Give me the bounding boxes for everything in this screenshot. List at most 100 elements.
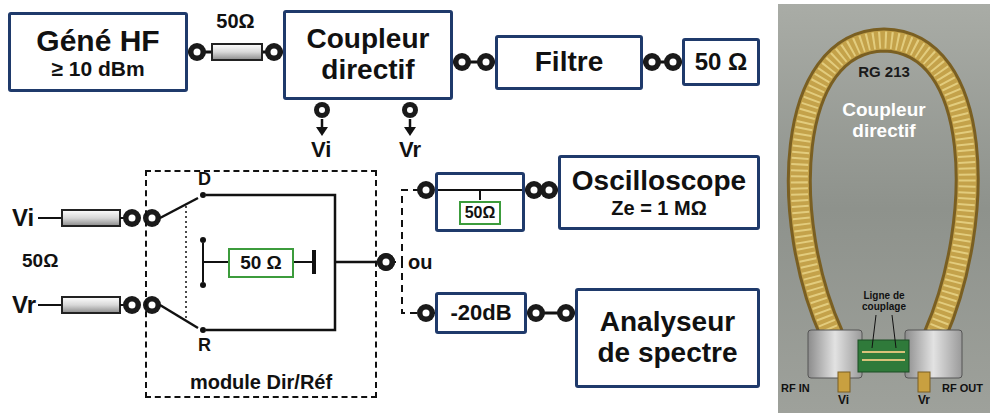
- coax-cable: [62, 210, 120, 226]
- load-wire: [479, 190, 481, 200]
- bnc-pin: [194, 49, 201, 56]
- bnc-rf-in: [808, 330, 862, 378]
- bnc-connector: [527, 304, 545, 322]
- photo-title: Coupleur directif: [828, 100, 940, 142]
- switch-position: D: [198, 170, 211, 190]
- coupler-photo: [778, 4, 990, 413]
- switch-contact: [200, 327, 206, 333]
- bnc-body: [188, 43, 206, 61]
- switch-contact: [200, 237, 206, 243]
- output-arrow: [321, 119, 324, 128]
- input-wire: [38, 217, 62, 219]
- signal-name: Vi: [311, 138, 331, 162]
- analyzer-box: Analyseur de spectre: [575, 288, 760, 388]
- bnc-pin: [149, 302, 156, 309]
- output-wire: [335, 261, 377, 264]
- node-text: Analyseur de spectre: [584, 307, 751, 369]
- pcb: [858, 340, 909, 372]
- coax-cable: [212, 44, 262, 60]
- switch-arm: [160, 305, 198, 328]
- bnc-pin: [271, 49, 278, 56]
- bnc-pin: [459, 59, 466, 66]
- bnc-rf-out: [905, 330, 962, 378]
- leader-line: [872, 315, 876, 348]
- bnc-pin: [383, 259, 390, 266]
- node-text: Filtre: [535, 47, 603, 78]
- input-wire: [38, 304, 62, 306]
- load-box: 50 Ω: [682, 38, 760, 86]
- coupling-line: [862, 359, 905, 361]
- bnc-body: [265, 43, 283, 61]
- ground-symbol: [312, 250, 316, 274]
- choice-label: ou: [408, 251, 432, 273]
- switch-arm: [160, 198, 198, 218]
- switch-contact: [200, 282, 206, 288]
- coax-cable: [62, 297, 120, 313]
- photo-ground: [778, 4, 990, 413]
- generator-box: Géné HF≥ 10 dBm: [8, 12, 188, 92]
- part-name: Ligne de couplage: [852, 290, 916, 312]
- bnc-body: [557, 304, 575, 322]
- bnc-pin: [383, 259, 390, 266]
- coupling-line: [862, 351, 905, 353]
- switch-link: [185, 206, 187, 318]
- bnc-connector: [402, 102, 418, 118]
- bnc-connector: [188, 43, 206, 61]
- bnc-pin: [531, 187, 538, 194]
- rg213-braid-texture: [799, 40, 967, 335]
- resistor-box: 50 Ω: [228, 248, 294, 278]
- bnc-connector: [417, 304, 435, 322]
- node-text: Oscilloscope: [572, 166, 746, 197]
- bnc-body: [417, 181, 435, 199]
- bnc-pin: [563, 310, 570, 317]
- load-wire: [294, 261, 312, 263]
- sma-connector: [918, 372, 930, 392]
- bnc-connector: [123, 209, 141, 227]
- impedance-label: 50Ω: [22, 251, 58, 272]
- bnc-body: [453, 53, 471, 71]
- bnc-connector: [664, 53, 682, 71]
- bnc-pin: [129, 302, 136, 309]
- switch-module: module Dir/Réf50 Ω: [145, 170, 377, 398]
- bnc-connector: [477, 53, 495, 71]
- bnc-body: [417, 304, 435, 322]
- bnc-connector: [417, 181, 435, 199]
- bnc-connector: [123, 296, 141, 314]
- bnc-body: [540, 181, 558, 199]
- bnc-pin: [670, 59, 677, 66]
- bnc-pin: [407, 107, 413, 113]
- port-name: RF IN: [781, 382, 810, 394]
- bnc-pin: [423, 310, 430, 317]
- sma-connector: [838, 372, 850, 392]
- leader-line: [892, 315, 896, 348]
- bnc-body: [377, 253, 395, 271]
- signal-name: Vr: [12, 292, 36, 318]
- node-text: 50Ω: [459, 201, 502, 225]
- oscilloscope-box: OscilloscopeZe = 1 MΩ: [558, 155, 760, 230]
- bnc-pin: [423, 187, 430, 194]
- bnc-body: [664, 53, 682, 71]
- load-wire: [203, 261, 228, 263]
- bnc-connector: [540, 181, 558, 199]
- port-name: Vi: [838, 394, 849, 407]
- port-name: RF OUT: [942, 382, 983, 394]
- rg213-braid: [799, 40, 967, 335]
- switch-contact: [200, 192, 206, 198]
- bnc-pin: [319, 107, 325, 113]
- output-arrow: [409, 119, 412, 128]
- node-text: Géné HF: [36, 24, 159, 57]
- bnc-body: [643, 53, 661, 71]
- load-adapter: 50Ω: [435, 172, 525, 232]
- bnc-body: [377, 253, 395, 271]
- signal-name: Vr: [399, 138, 421, 162]
- cable-impedance: 50Ω: [216, 10, 254, 32]
- output-arrow-head: [404, 127, 416, 136]
- node-text: -20dB: [450, 301, 511, 325]
- signal-name: Vi: [12, 205, 34, 231]
- bnc-pin: [533, 310, 540, 317]
- bnc-pin: [149, 215, 156, 222]
- node-text: 50 Ω: [695, 49, 748, 75]
- bnc-connector: [265, 43, 283, 61]
- node-text: 50 Ω: [240, 253, 282, 274]
